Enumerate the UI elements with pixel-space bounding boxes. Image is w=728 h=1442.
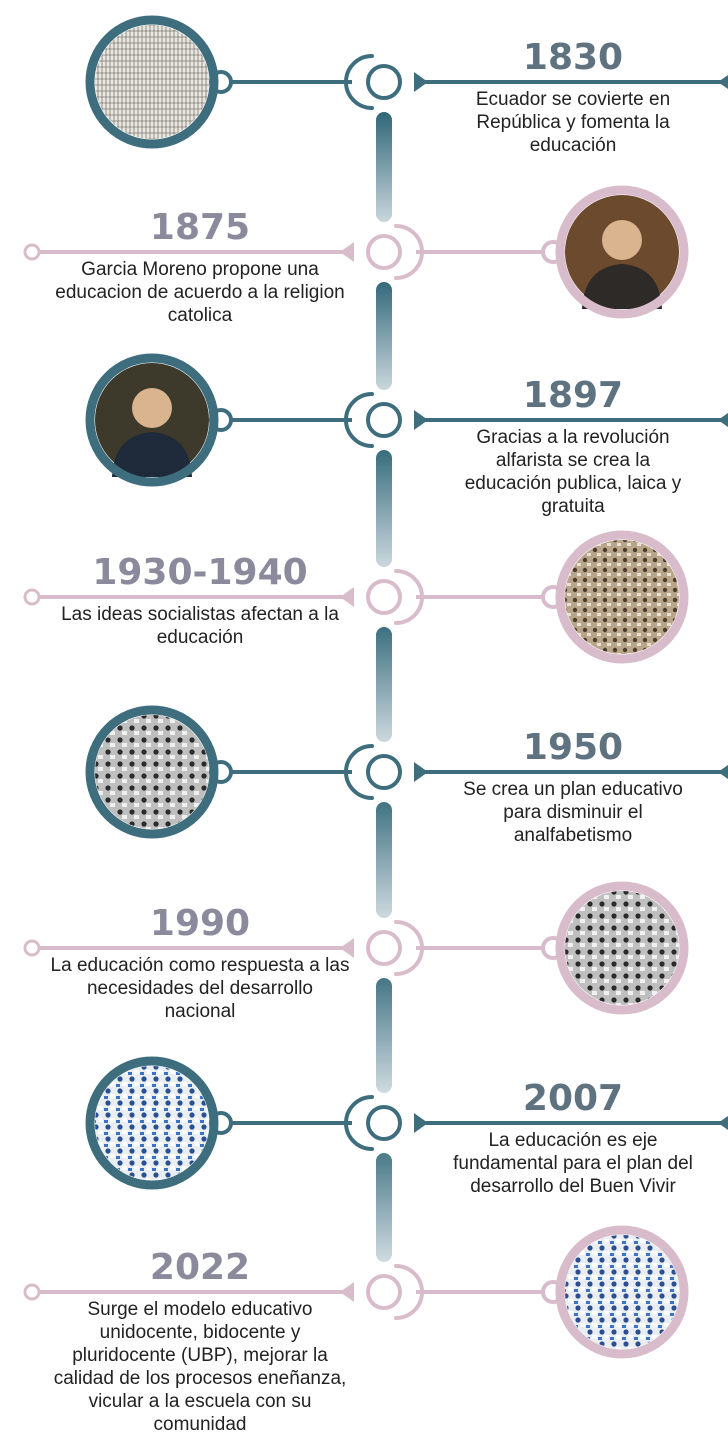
- portrait-body: [582, 264, 662, 309]
- timeline-trunk-segment: [376, 627, 392, 742]
- timeline-node-icon: [366, 234, 402, 270]
- event-photo-historical-classroom-sepia: [555, 530, 689, 664]
- event-year: 2007: [522, 1078, 624, 1119]
- portrait-face: [132, 388, 172, 428]
- event-photo-portrait-eloy-alfaro: [85, 353, 219, 487]
- branch-end-arrow-icon: [718, 413, 728, 427]
- branch-end-arrow-icon: [718, 765, 728, 779]
- timeline-node-icon: [366, 1105, 402, 1141]
- event-photo-bw-classroom-teacher: [85, 705, 219, 839]
- event-photo-historical-engraving-assembly: [85, 15, 219, 149]
- event-description: Las ideas socialistas afectan a la educa…: [61, 604, 339, 648]
- timeline-node-icon: [366, 579, 402, 615]
- branch-end-arrow-icon: [718, 75, 728, 89]
- branch-arrow-icon: [414, 762, 428, 782]
- event-year: 1990: [149, 903, 251, 944]
- photo-image: [95, 715, 209, 829]
- event-photo-color-classroom-uniforms: [85, 1056, 219, 1190]
- event-photo-bw-students-desks: [555, 881, 689, 1015]
- event-description: La educación como respuesta a las necesi…: [50, 955, 350, 1022]
- portrait-body: [112, 432, 192, 477]
- event-description: Garcia Moreno propone una educacion de a…: [55, 259, 345, 326]
- photo-image: [565, 540, 679, 654]
- photo-frame: [555, 530, 689, 664]
- photo-frame: [555, 881, 689, 1015]
- branch-arrow-icon: [414, 1113, 428, 1133]
- timeline-node-icon: [366, 64, 402, 100]
- event-description: Ecuador se covierte en República y fomen…: [475, 89, 671, 156]
- timeline-node-icon: [366, 930, 402, 966]
- event-description: Surge el modelo educativo unidocente, bi…: [53, 1299, 347, 1435]
- event-photo-rural-classroom-students: [555, 1225, 689, 1359]
- event-year: 1875: [149, 207, 251, 248]
- branch-end-dot-icon: [23, 939, 41, 957]
- photo-frame: [555, 1225, 689, 1359]
- branch-arrow-icon: [340, 1282, 354, 1302]
- branch-end-dot-icon: [23, 1283, 41, 1301]
- timeline-trunk-segment: [376, 282, 392, 390]
- event-description: La educación es eje fundamental para el …: [453, 1130, 693, 1197]
- portrait-face: [602, 220, 642, 260]
- branch-end-dot-icon: [23, 243, 41, 261]
- timeline-trunk-segment: [376, 802, 392, 918]
- event-description: Se crea un plan educativo para disminuir…: [463, 779, 683, 846]
- timeline-trunk-segment: [376, 978, 392, 1093]
- photo-image: [565, 1235, 679, 1349]
- photo-image: [95, 1066, 209, 1180]
- event-year: 1897: [522, 375, 624, 416]
- branch-end-arrow-icon: [718, 1116, 728, 1130]
- photo-frame: [85, 353, 219, 487]
- photo-image: [565, 891, 679, 1005]
- timeline-trunk-segment: [376, 1153, 392, 1262]
- event-description: Gracias a la revolución alfarista se cre…: [464, 427, 682, 517]
- photo-frame: [85, 705, 219, 839]
- photo-image: [95, 25, 209, 139]
- branch-arrow-icon: [340, 242, 354, 262]
- timeline-trunk-segment: [376, 112, 392, 222]
- photo-frame: [85, 1056, 219, 1190]
- branch-arrow-icon: [340, 587, 354, 607]
- event-year: 2022: [149, 1247, 251, 1288]
- photo-frame: [555, 185, 689, 319]
- branch-arrow-icon: [414, 410, 428, 430]
- event-photo-portrait-garcia-moreno: [555, 185, 689, 319]
- photo-frame: [85, 15, 219, 149]
- timeline-node-icon: [366, 402, 402, 438]
- event-year: 1950: [522, 727, 624, 768]
- timeline-trunk-segment: [376, 450, 392, 567]
- event-year: 1830: [522, 37, 624, 78]
- timeline-node-icon: [366, 754, 402, 790]
- event-year: 1930-1940: [92, 552, 308, 593]
- branch-arrow-icon: [414, 72, 428, 92]
- branch-end-dot-icon: [23, 588, 41, 606]
- branch-arrow-icon: [340, 938, 354, 958]
- timeline-node-icon: [366, 1274, 402, 1310]
